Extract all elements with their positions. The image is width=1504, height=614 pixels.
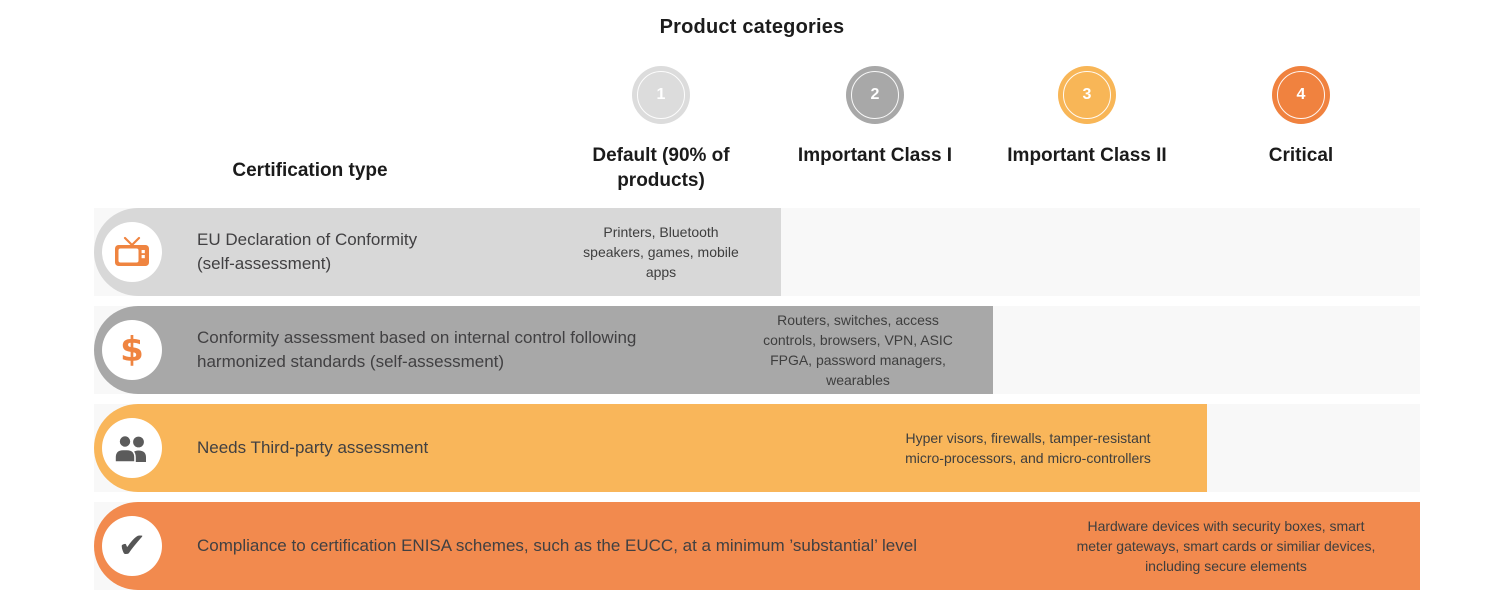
row-product-examples: Hyper visors, firewalls, tamper-resistan… — [905, 430, 1151, 466]
row-label: EU Declaration of Conformity (self-asses… — [197, 230, 418, 273]
category-column-important-2: 3 Important Class II — [967, 66, 1207, 168]
certification-type-header: Certification type — [232, 160, 388, 181]
row-label: Needs Third-party assessment — [197, 438, 429, 457]
category-column-critical: 4 Critical — [1181, 66, 1421, 168]
row-enisa-certification: ✔ Compliance to certification ENISA sche… — [0, 502, 1504, 590]
row-eu-declaration: EU Declaration of Conformity (self-asses… — [0, 208, 1504, 296]
category-2-label: Important Class I — [797, 145, 953, 166]
category-column-important-1: 2 Important Class I — [755, 66, 995, 168]
row-conformity-assessment: $ Conformity assessment based on interna… — [0, 306, 1504, 394]
category-2-number: 2 — [870, 86, 880, 103]
row-product-examples: Routers, switches, access controls, brow… — [763, 312, 953, 388]
category-4-badge: 4 — [1272, 66, 1330, 124]
page-title: Product categories — [659, 16, 845, 38]
category-3-number: 3 — [1082, 86, 1092, 103]
category-4-number: 4 — [1296, 86, 1306, 103]
category-2-badge: 2 — [846, 66, 904, 124]
row-bar — [94, 404, 1207, 492]
category-1-label: Default (90% of products) — [592, 145, 730, 191]
dollar-icon: $ — [102, 320, 162, 380]
row-product-examples: Hardware devices with security boxes, sm… — [1076, 518, 1376, 574]
row-label: Compliance to certification ENISA scheme… — [197, 536, 917, 555]
category-1-badge: 1 — [632, 66, 690, 124]
category-1-number: 1 — [656, 86, 666, 103]
category-3-label: Important Class II — [1007, 145, 1167, 166]
category-4-label: Critical — [1268, 145, 1334, 166]
category-column-default: 1 Default (90% of products) — [541, 66, 781, 193]
check-icon: ✔ — [102, 516, 162, 576]
category-3-badge: 3 — [1058, 66, 1116, 124]
people-icon — [102, 418, 162, 478]
row-bar — [94, 502, 1420, 590]
row-bar — [94, 306, 993, 394]
row-bar — [94, 208, 781, 296]
tv-icon — [102, 222, 162, 282]
row-third-party-assessment: Needs Third-party assessment Hyper visor… — [0, 404, 1504, 492]
row-product-examples: Printers, Bluetooth speakers, games, mob… — [583, 224, 739, 280]
row-label: Conformity assessment based on internal … — [197, 328, 637, 371]
